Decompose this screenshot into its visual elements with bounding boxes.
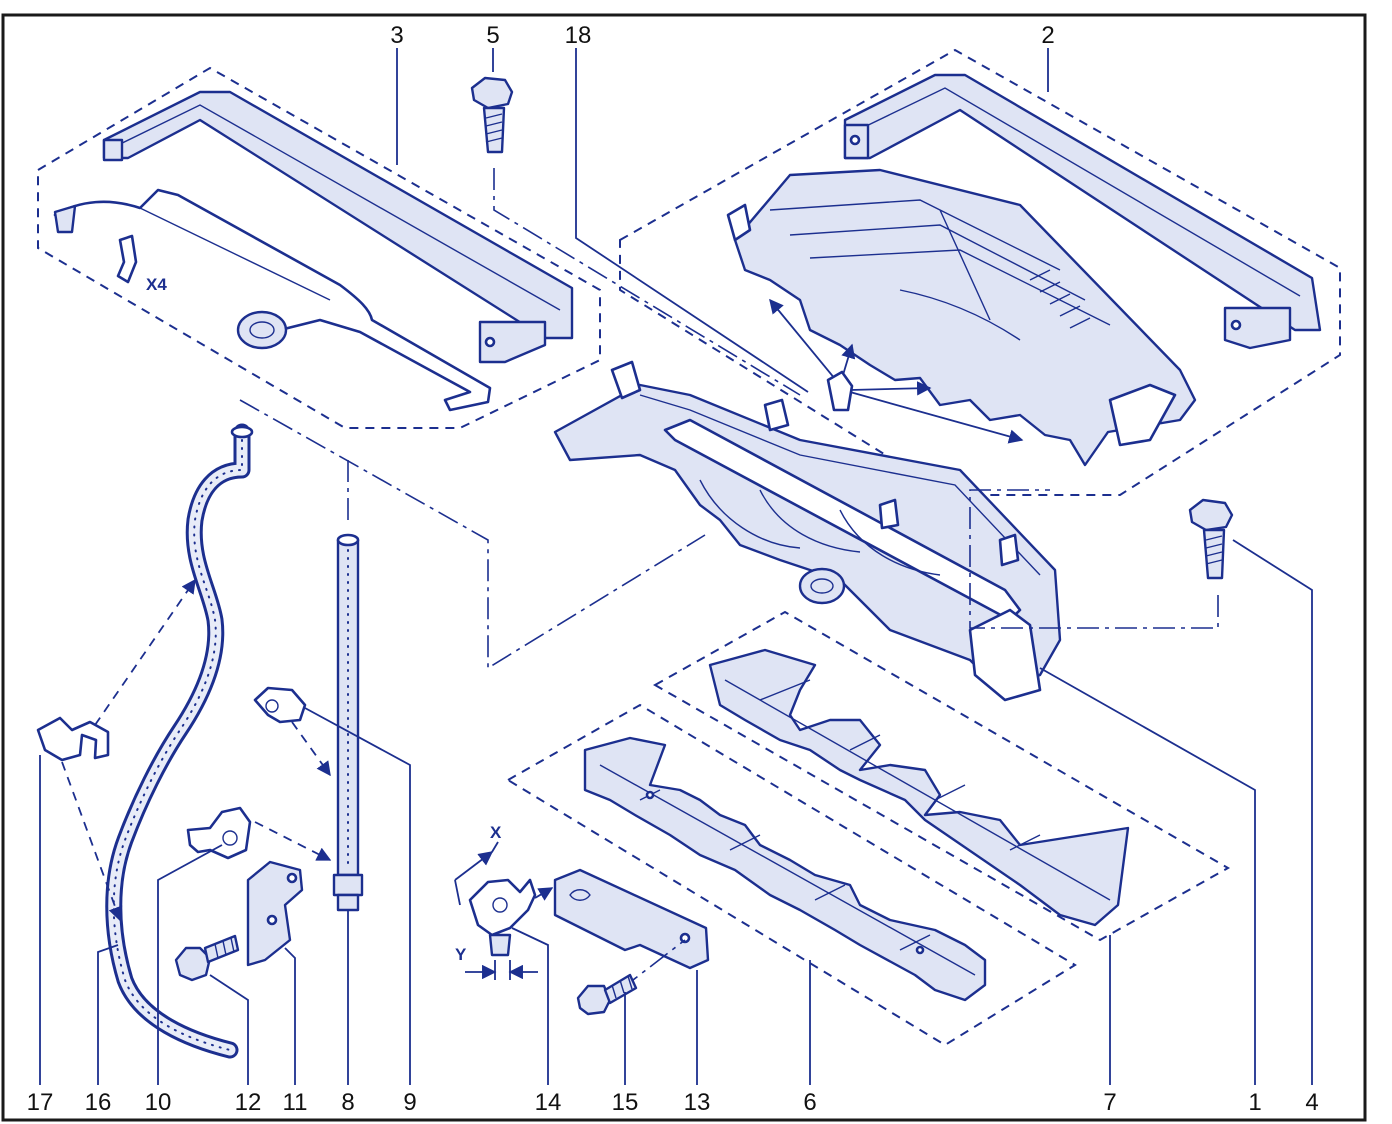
assembly-line-hose <box>239 399 706 670</box>
callout-10: 10 <box>145 1089 172 1116</box>
part-17-clip <box>36 578 196 922</box>
callout-6: 6 <box>803 1089 816 1116</box>
drawing-frame <box>1 13 1367 1122</box>
callout-3: 3 <box>390 22 403 49</box>
callout-8: 8 <box>341 1089 354 1116</box>
callout-11: 11 <box>283 1089 308 1116</box>
part-6-gasket-kit <box>506 703 1077 1047</box>
callout-15: 15 <box>612 1089 639 1116</box>
callout-9: 9 <box>403 1089 416 1116</box>
callout-numbers: 3 5 18 2 17 16 10 12 11 8 9 14 15 13 6 7… <box>27 22 1319 1116</box>
dimension-y-label: Y <box>455 945 467 964</box>
callout-16: 16 <box>85 1089 112 1116</box>
part-10-clip <box>186 806 332 861</box>
callout-17: 17 <box>27 1089 54 1116</box>
part-13-bracket <box>553 868 710 991</box>
part-5-bolt <box>470 76 801 396</box>
callout-5: 5 <box>486 22 499 49</box>
leader-lines <box>39 48 1313 1085</box>
part-1-intake-manifold <box>553 360 1062 702</box>
callout-13: 13 <box>684 1089 711 1116</box>
part-14-clip: X Y <box>454 823 554 980</box>
part-12-bolt <box>174 934 240 982</box>
part-3-harness-kit: X4 <box>37 66 601 429</box>
part-8-pipe <box>332 533 364 912</box>
part-7-gasket-kit <box>652 610 1231 942</box>
part-2-engine-cover-kit <box>619 48 1341 496</box>
callout-12: 12 <box>235 1089 262 1116</box>
callout-4: 4 <box>1305 1089 1318 1116</box>
quantity-note: X4 <box>146 275 167 294</box>
part-11-bracket <box>246 860 304 967</box>
callout-14: 14 <box>535 1089 562 1116</box>
part-15-screw <box>576 973 638 1016</box>
callout-1: 1 <box>1248 1089 1261 1116</box>
part-4-bolt <box>969 489 1234 629</box>
dimension-x-label: X <box>490 823 502 842</box>
callout-18: 18 <box>565 22 592 49</box>
callout-7: 7 <box>1103 1089 1116 1116</box>
part-16-hose <box>105 423 254 1059</box>
part-9-clip <box>253 686 331 777</box>
callout-2: 2 <box>1041 22 1054 49</box>
